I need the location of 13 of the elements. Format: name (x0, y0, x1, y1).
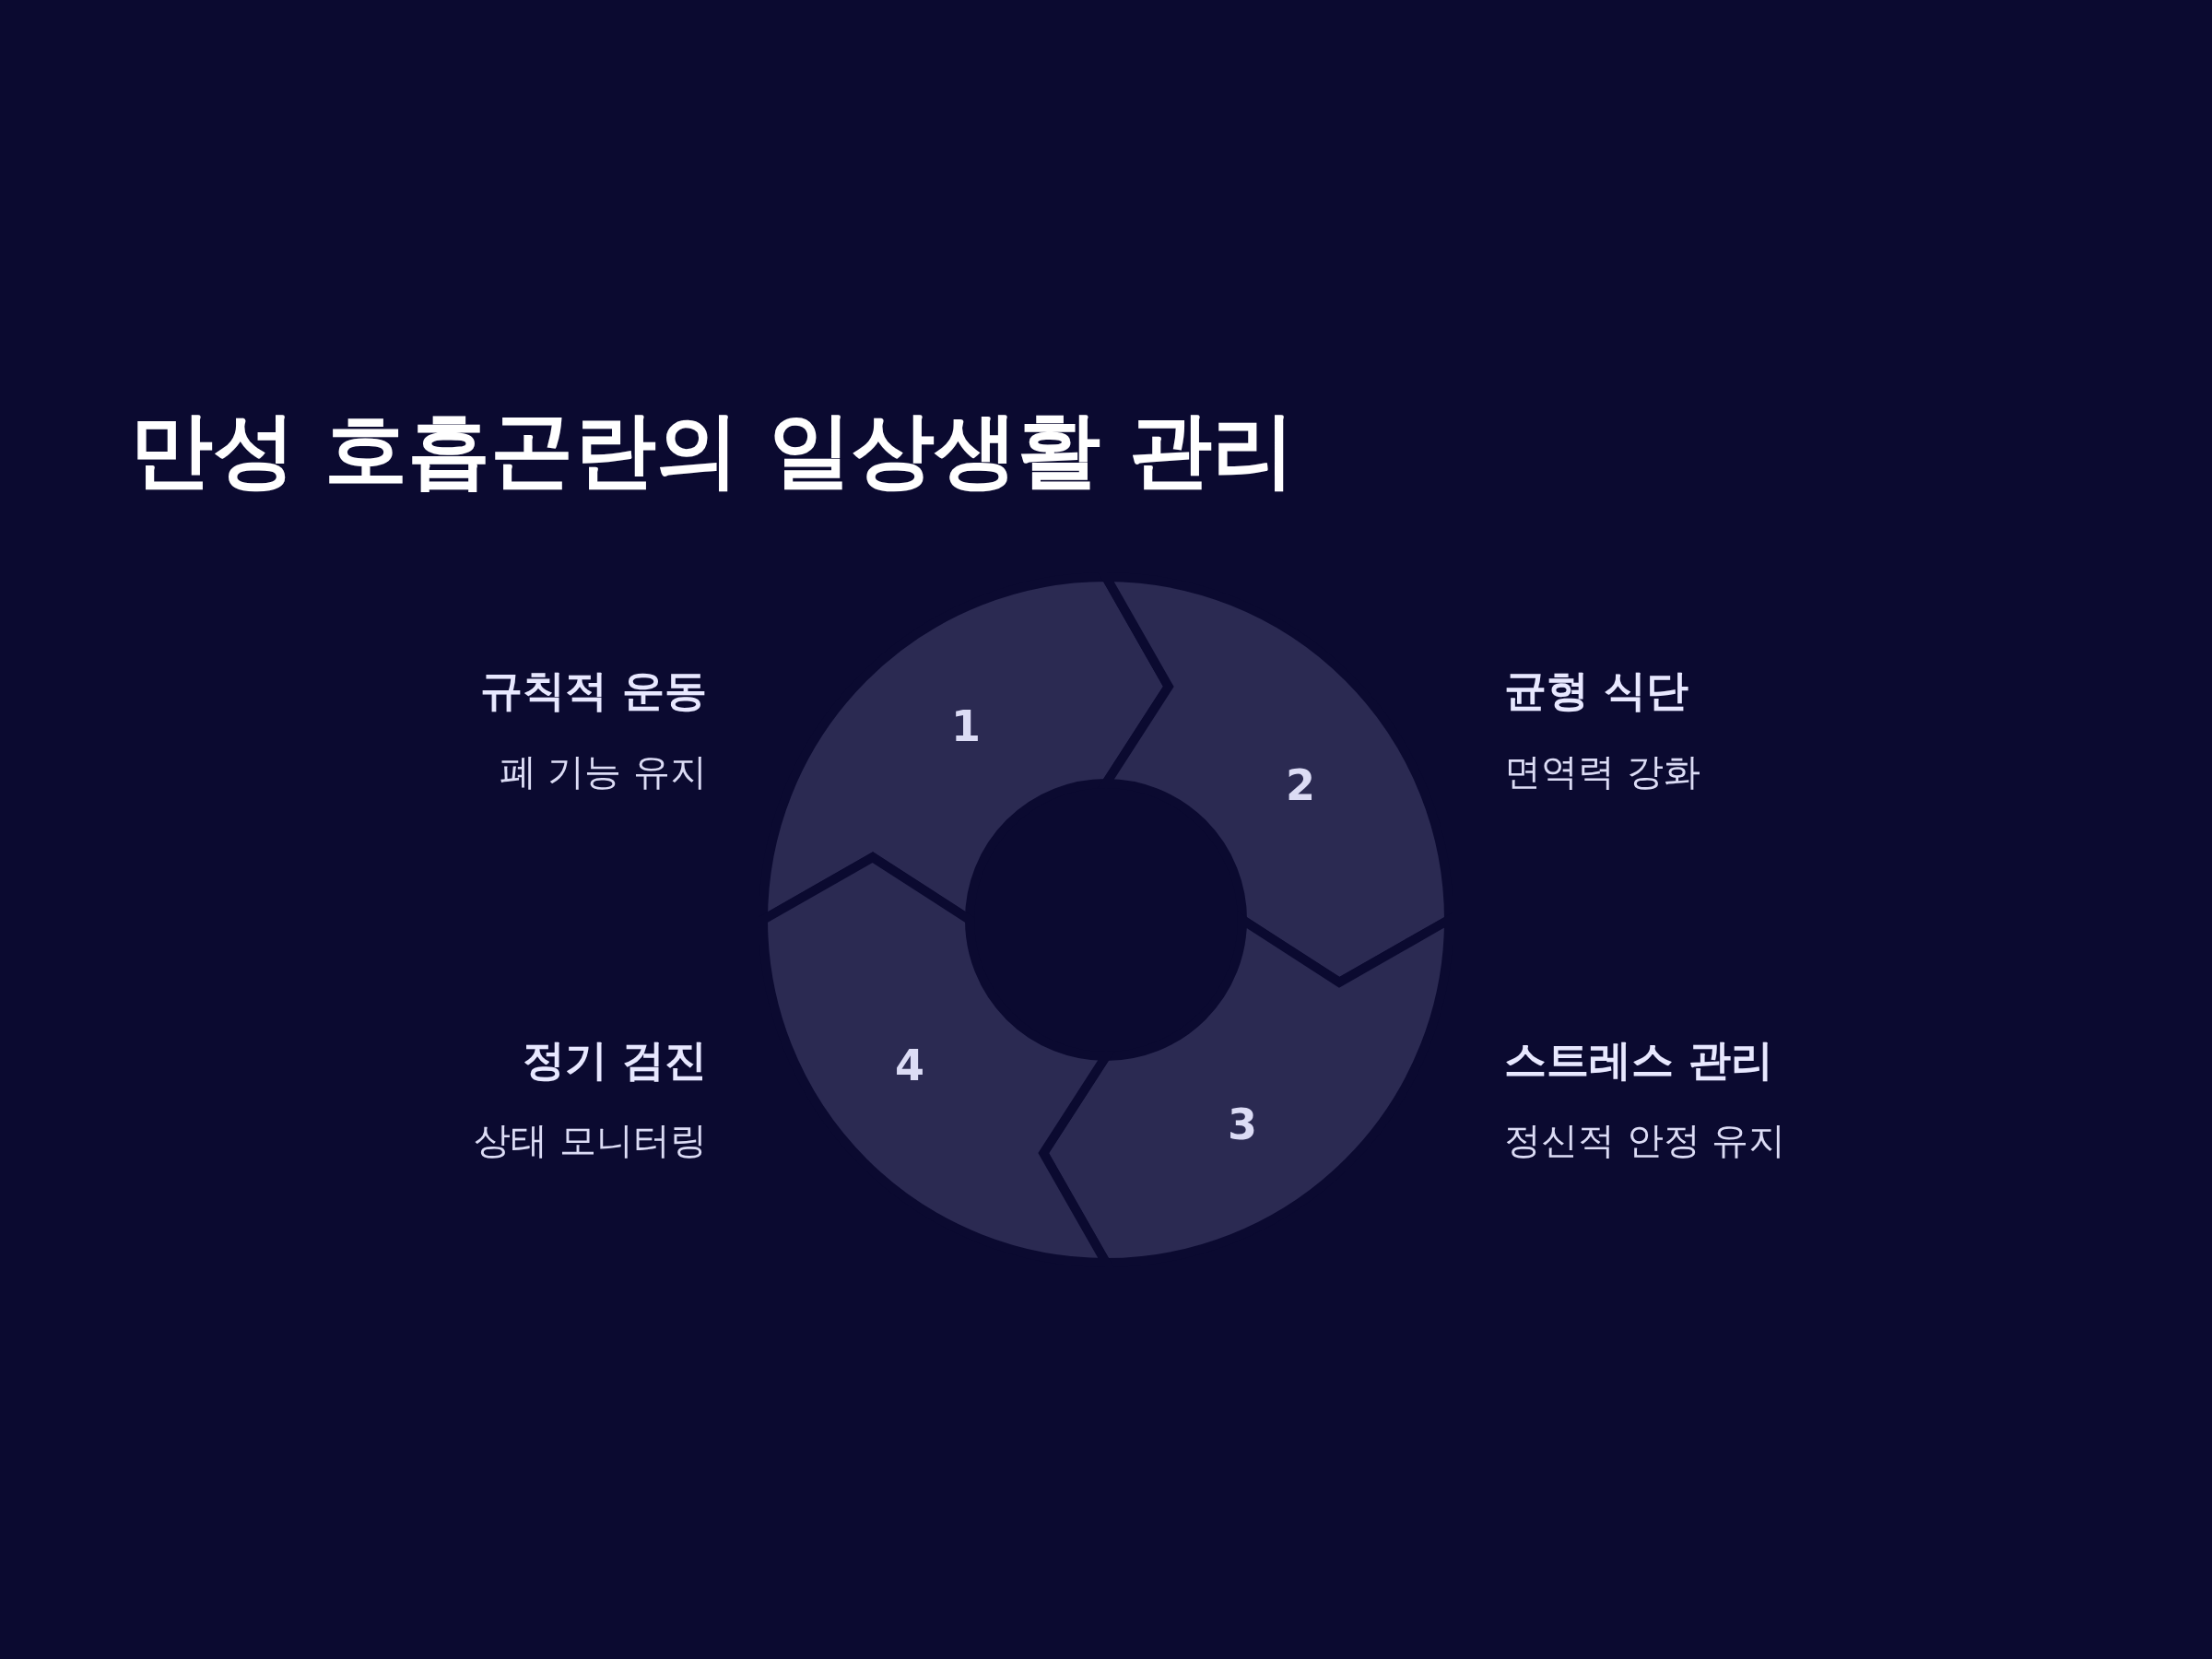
step-heading: 균형 식단 (1504, 665, 1688, 717)
title: 만성 호흡곤란의 일상생활 관리 (130, 400, 1295, 500)
step-heading: 규칙적 운동 (480, 665, 707, 717)
step-number: 1 (951, 701, 981, 751)
step-description: 정신적 안정 유지 (1504, 1118, 1786, 1163)
step-number: 4 (895, 1041, 924, 1090)
step-description: 상태 모니터링 (474, 1118, 707, 1163)
step-heading: 정기 검진 (523, 1034, 707, 1087)
step-description: 폐 기능 유지 (499, 749, 707, 794)
step-heading: 스트레스 관리 (1504, 1034, 1773, 1087)
step-number: 3 (1228, 1100, 1257, 1149)
step-description: 면역력 강화 (1504, 749, 1700, 794)
step-number: 2 (1286, 760, 1315, 810)
